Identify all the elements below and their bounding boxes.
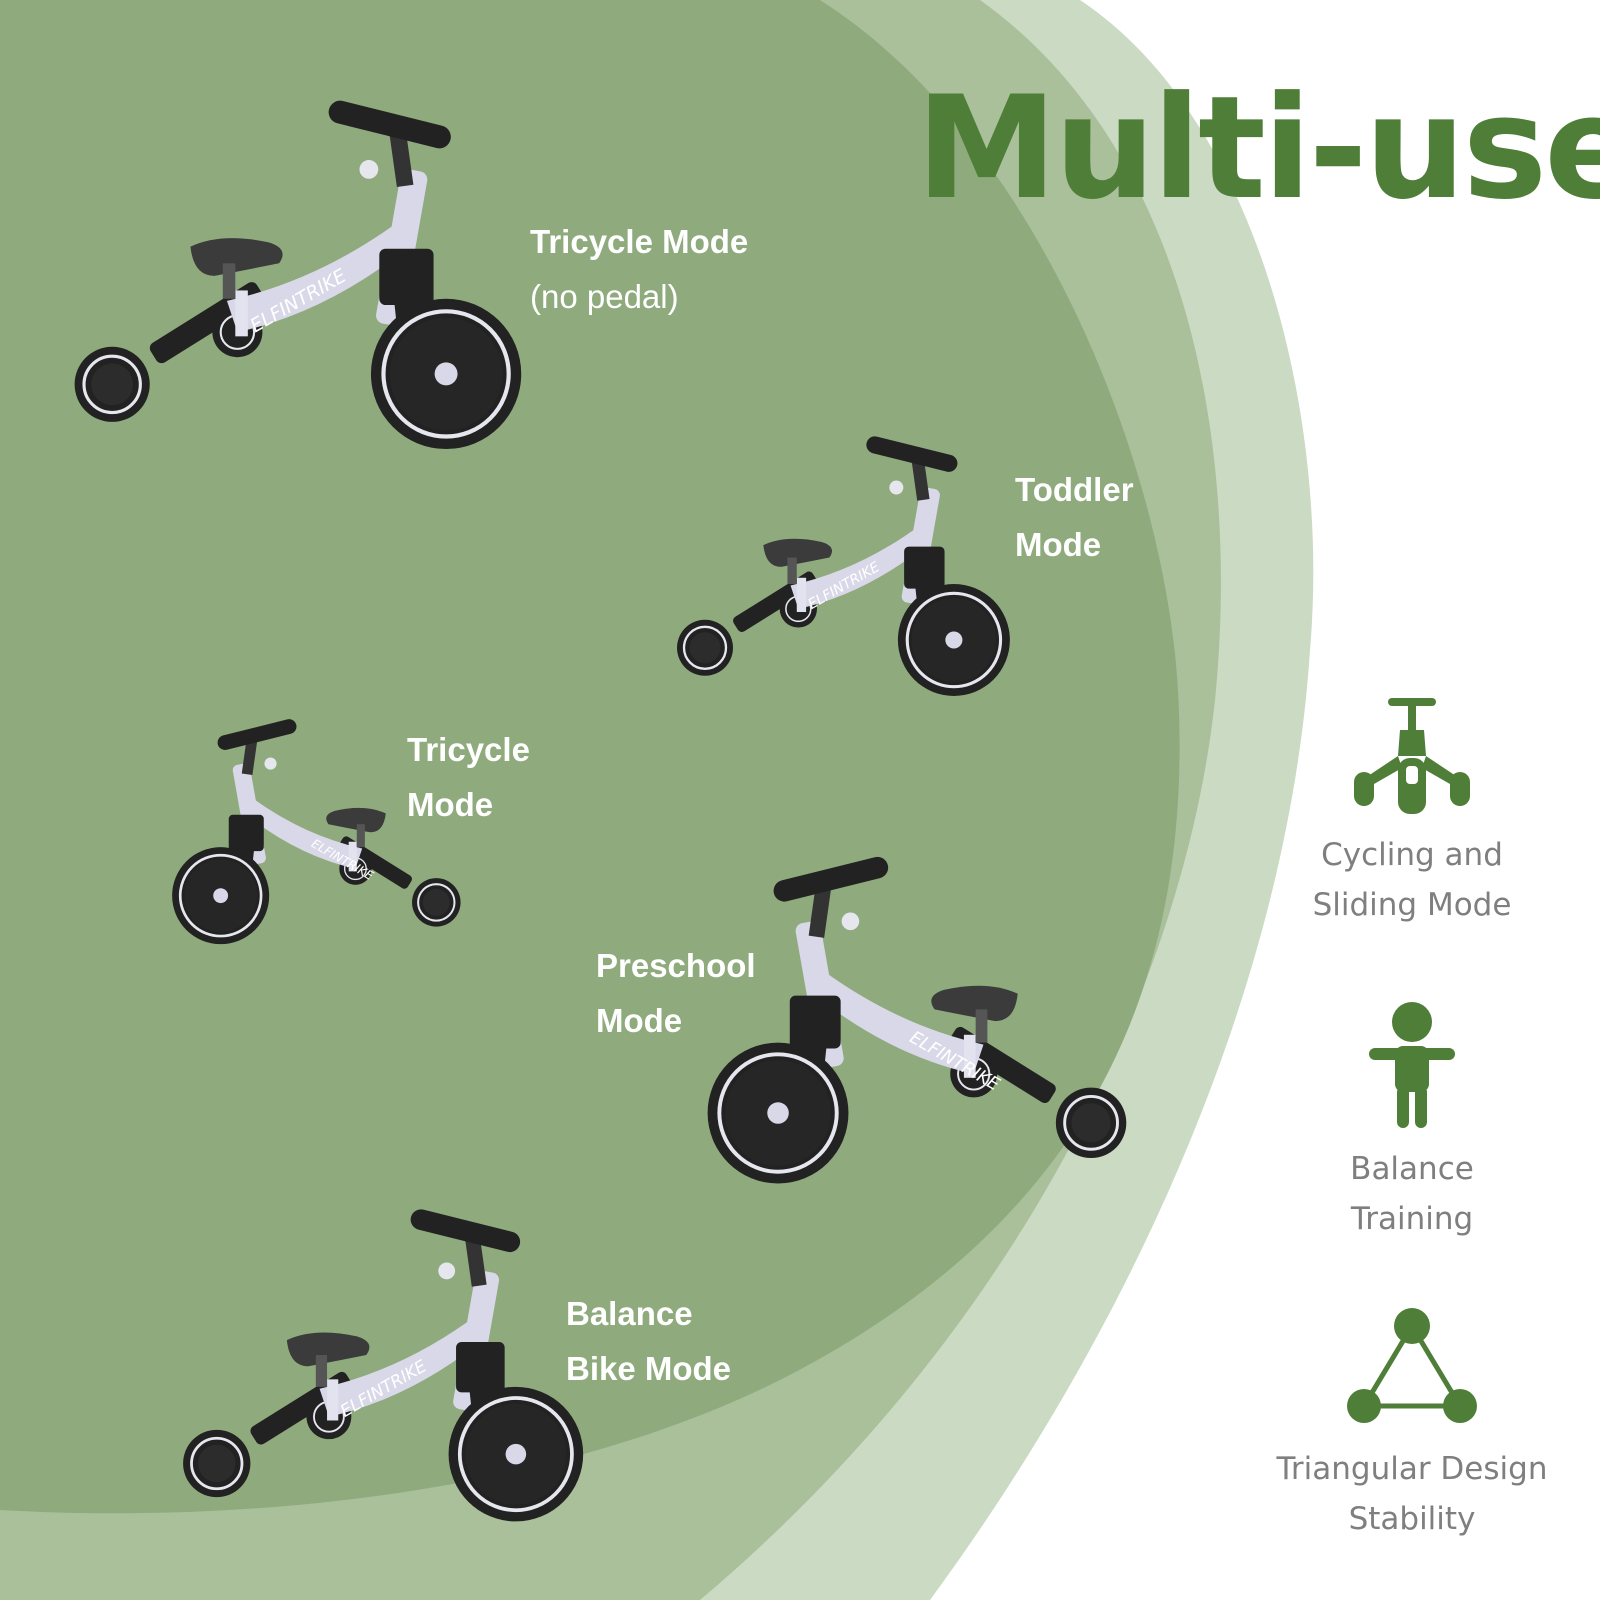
mode-label-line1: Tricycle Mode [530, 223, 749, 260]
feature-triangular-stability: Triangular Design Stability [1252, 1306, 1572, 1544]
feature-cycling-sliding: Cycling and Sliding Mode [1252, 696, 1572, 930]
feature-line2: Training [1350, 1201, 1474, 1237]
feature-balance-training: Balance Training [1252, 1000, 1572, 1244]
headline: Multi-use [916, 66, 1600, 231]
mode-label-line1: Toddler [1015, 471, 1134, 508]
triangle-icon [1347, 1308, 1477, 1423]
mode-label-line1: Preschool [596, 947, 756, 984]
feature-line2: Stability [1348, 1501, 1476, 1537]
feature-line2: Sliding Mode [1312, 887, 1512, 923]
mode-label-line2: Mode [596, 1002, 683, 1039]
bike-preschool: ELFINTRIKE [705, 852, 1129, 1186]
feature-line1: Triangular Design [1276, 1451, 1548, 1487]
bike-tricycle: ELFINTRIKE [170, 716, 462, 946]
mode-label-line2: Bike Mode [566, 1350, 732, 1387]
child-icon [1369, 1002, 1455, 1128]
mode-label-line1: Balance [566, 1295, 693, 1332]
mode-label-toddler: Toddler Mode [1015, 462, 1134, 572]
feature-line1: Cycling and [1321, 837, 1503, 873]
bike-tricycle-no-pedal: ELFINTRIKE [60, 80, 540, 480]
background-main-shape [0, 0, 1180, 1514]
mode-label-preschool: Preschool Mode [596, 938, 756, 1048]
feature-line1: Balance [1350, 1151, 1474, 1187]
mode-label-line1: Tricycle [407, 731, 530, 768]
tricycle-icon [1354, 698, 1470, 814]
mode-label-tricycle-no-pedal: Tricycle Mode (no pedal) [530, 214, 748, 324]
mode-label-balance-bike: Balance Bike Mode [566, 1286, 731, 1396]
bike-balance: ELFINTRIKE [181, 1205, 586, 1524]
bike-toddler: ELFINTRIKE [675, 432, 1012, 698]
mode-label-line2: Mode [407, 786, 494, 823]
mode-label-line2: (no pedal) [530, 278, 679, 315]
mode-label-tricycle: Tricycle Mode [407, 722, 530, 832]
mode-label-line2: Mode [1015, 526, 1102, 563]
